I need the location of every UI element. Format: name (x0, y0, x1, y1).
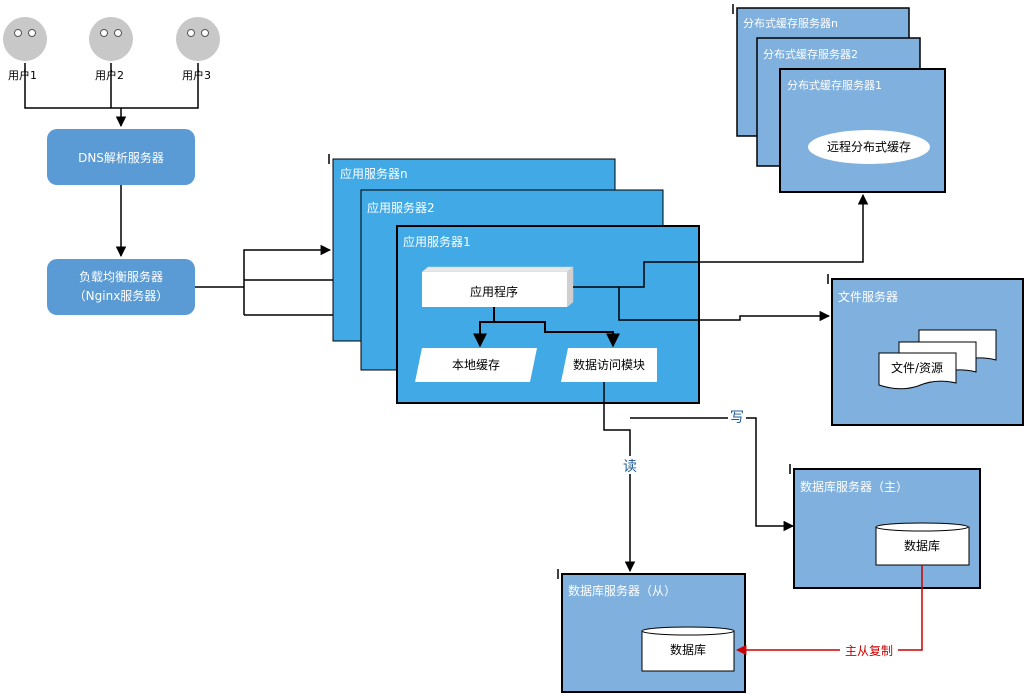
cache-server-1: 分布式缓存服务器1 远程分布式缓存 (779, 68, 946, 193)
app-to-file-arrow (618, 287, 831, 322)
db-master-label: 数据库服务器（主） (800, 479, 908, 494)
cache-server-n-label: 分布式缓存服务器n (743, 16, 838, 30)
user-avatar-icon (176, 17, 220, 61)
app-program-connectors (473, 307, 620, 348)
load-balancer-label: 负载均衡服务器 (79, 269, 163, 284)
replication-arrow (735, 565, 923, 656)
replication-label: 主从复制 (845, 644, 893, 658)
db-master-db-label: 数据库 (904, 538, 940, 553)
user-to-dns-connector (24, 63, 199, 128)
remote-cache-ellipse (808, 130, 930, 164)
replication-label-bg (840, 642, 898, 658)
app-server-2-label: 应用服务器2 (367, 200, 435, 215)
app-program-label: 应用程序 (470, 284, 518, 299)
load-balancer-sublabel: （Nginx服务器） (74, 288, 169, 303)
app-server-n-label: 应用服务器n (340, 166, 408, 181)
app-server-1-label: 应用服务器1 (403, 234, 471, 249)
db-slave-label: 数据库服务器（从） (568, 583, 676, 598)
data-access-block: 数据访问模块 (561, 348, 657, 382)
document-stack-icon (878, 329, 997, 390)
local-cache-label: 本地缓存 (452, 358, 500, 372)
read-label: 读 (623, 458, 637, 475)
database-icon (641, 626, 735, 672)
remote-cache-label: 远程分布式缓存 (827, 139, 911, 154)
user-2: 用户2 (89, 17, 133, 82)
file-server-label: 文件服务器 (838, 289, 898, 304)
read-label-bg (621, 456, 639, 474)
load-balancer-box (47, 259, 195, 315)
db-master-server: 数据库服务器（主） 数据库 (789, 464, 981, 589)
app-to-cache-arrow (573, 193, 869, 288)
user-avatar-icon (89, 17, 133, 61)
write-arrow (630, 417, 795, 532)
file-server: 文件服务器 文件/资源 (827, 274, 1024, 426)
user-3: 用户3 (176, 17, 220, 82)
cache-server-2-label: 分布式缓存服务器2 (763, 47, 858, 61)
db-slave-db-label: 数据库 (670, 642, 706, 657)
db-slave-server: 数据库服务器（从） 数据库 (557, 569, 746, 693)
user-1: 用户1 (3, 17, 47, 82)
write-label-bg (728, 407, 746, 425)
cache-server-1-label: 分布式缓存服务器1 (787, 78, 882, 92)
dns-server-box (47, 129, 195, 185)
read-arrow (603, 382, 636, 573)
data-access-label: 数据访问模块 (573, 357, 645, 372)
database-icon (875, 522, 970, 566)
user-label: 用户3 (182, 68, 211, 82)
app-program-block: 应用程序 (421, 266, 574, 308)
document-label: 文件/资源 (891, 360, 943, 375)
local-cache-block: 本地缓存 (415, 348, 537, 382)
write-label: 写 (730, 410, 744, 426)
user-avatar-icon (3, 17, 47, 61)
dns-server-label: DNS解析服务器 (78, 150, 164, 165)
user-label: 用户2 (95, 68, 124, 82)
user-label: 用户1 (8, 68, 37, 82)
